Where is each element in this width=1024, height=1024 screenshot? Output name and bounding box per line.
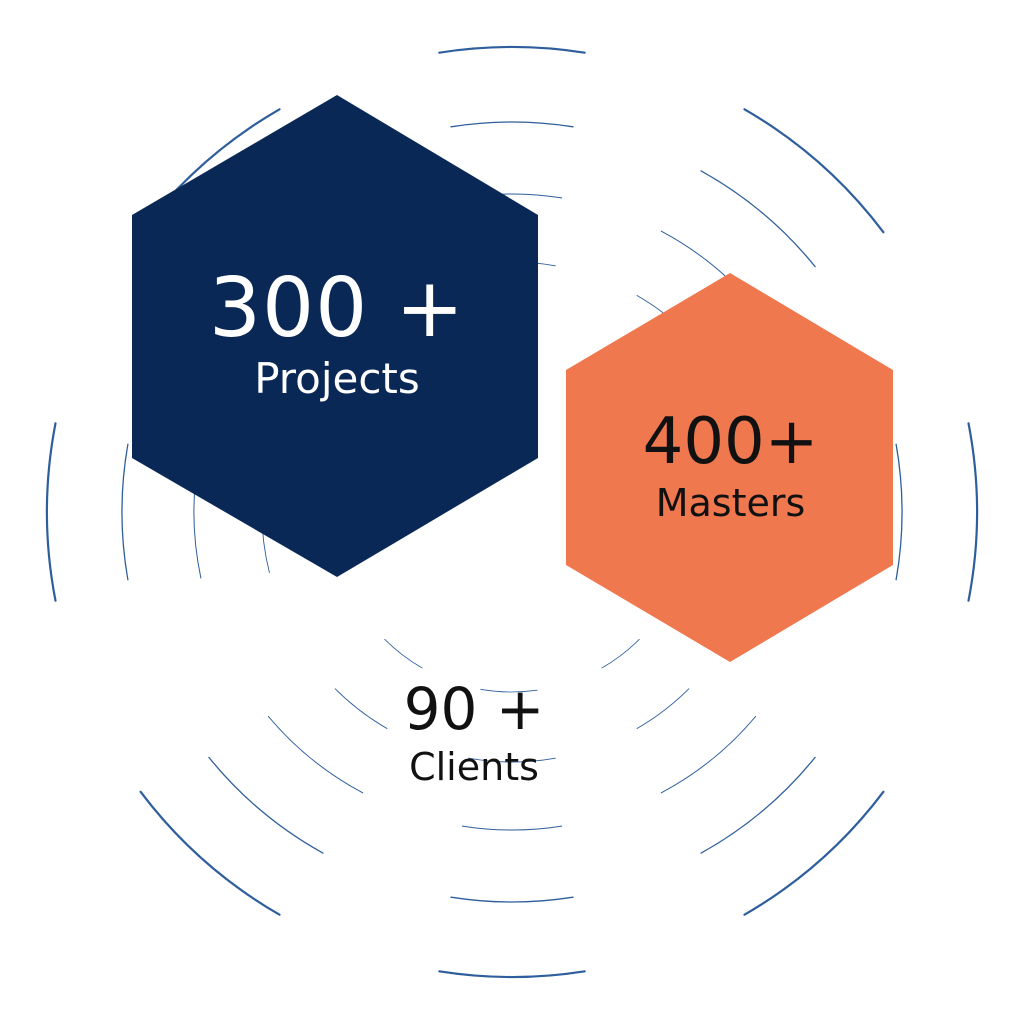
projects-stat: 300 + Projects [137, 268, 537, 400]
ring-arc [438, 970, 586, 979]
ring-arc [121, 443, 129, 581]
ring-arc [450, 121, 574, 128]
clients-stat: 90 + Clients [324, 680, 624, 786]
ring-arc [45, 422, 57, 602]
masters-stat: 400+ Masters [568, 410, 893, 522]
projects-label: Projects [254, 354, 420, 403]
ring-arc [660, 715, 757, 794]
projects-value: 300 + [208, 261, 466, 356]
ring-arc [636, 688, 690, 729]
ring-arc [438, 45, 586, 54]
ring-arc [601, 638, 640, 669]
ring-arc [468, 757, 556, 763]
ring-arc [895, 443, 903, 581]
masters-hexagon [566, 273, 893, 662]
ring-arc [139, 790, 281, 916]
ring-arc [700, 756, 816, 854]
projects-hexagon [132, 95, 538, 577]
ring-arc [267, 715, 364, 794]
ring-arc [967, 422, 979, 602]
ring-arc [700, 170, 816, 268]
ring-arc [334, 688, 388, 729]
clients-label: Clients [409, 745, 539, 789]
ring-arc [743, 108, 885, 234]
masters-value: 400+ [642, 405, 819, 479]
clients-value: 90 + [403, 675, 545, 743]
ring-arc [480, 688, 538, 693]
masters-label: Masters [655, 481, 806, 525]
ring-arc [384, 638, 423, 669]
ring-arc [461, 825, 563, 831]
ring-arc [208, 756, 324, 854]
ring-arc [450, 896, 574, 903]
ring-arc [743, 790, 885, 916]
